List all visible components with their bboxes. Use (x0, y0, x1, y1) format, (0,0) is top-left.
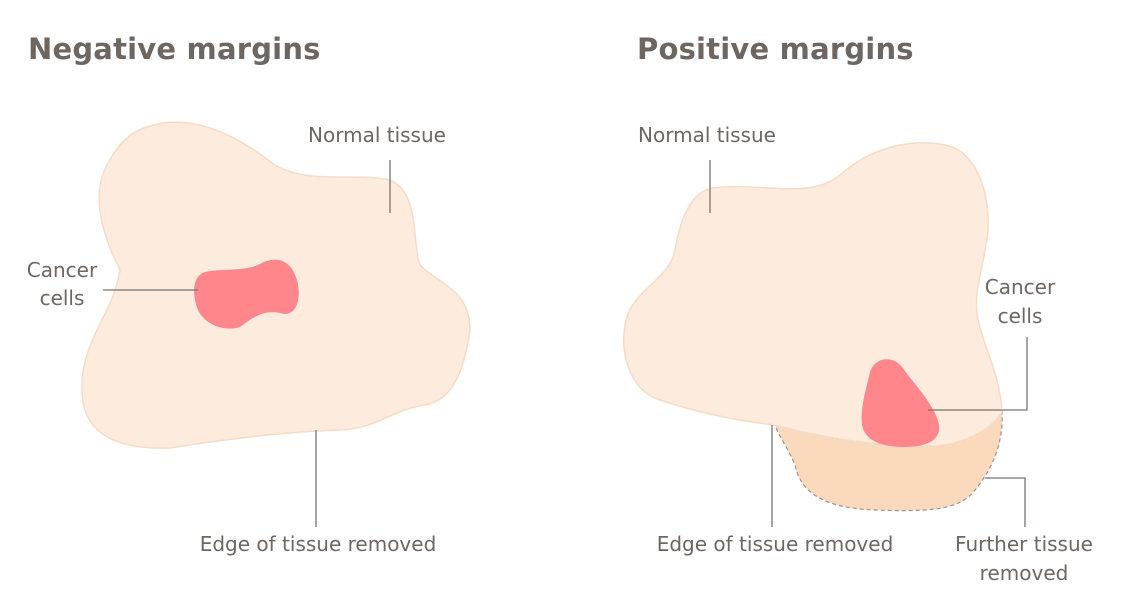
positive-margins-panel: Normal tissue Cancer cells Edge of tissu… (623, 123, 1093, 585)
cancer-cells-leader-line (928, 337, 1028, 411)
edge-label: Edge of tissue removed (200, 532, 437, 556)
cancer-cells-label-line1: Cancer (27, 258, 98, 282)
normal-tissue-label: Normal tissue (638, 123, 776, 147)
cancer-cells-label-line1: Cancer (985, 275, 1056, 299)
cancer-cells-label-line2: cells (998, 304, 1043, 328)
positive-margins-title: Positive margins (637, 32, 914, 66)
negative-margins-title: Negative margins (28, 32, 321, 66)
cancer-cells-label-line2: cells (40, 286, 85, 310)
further-tissue-label-line2: removed (980, 561, 1069, 585)
cancer-cells-region (194, 259, 299, 329)
normal-tissue-label: Normal tissue (308, 123, 446, 147)
normal-tissue-region (623, 142, 1003, 447)
negative-margins-panel: Normal tissue Cancer cells Edge of tissu… (27, 121, 471, 556)
edge-label: Edge of tissue removed (657, 532, 894, 556)
cancer-cells-region (861, 359, 940, 447)
further-tissue-leader-line (985, 477, 1026, 527)
further-tissue-label-line1: Further tissue (955, 532, 1093, 556)
